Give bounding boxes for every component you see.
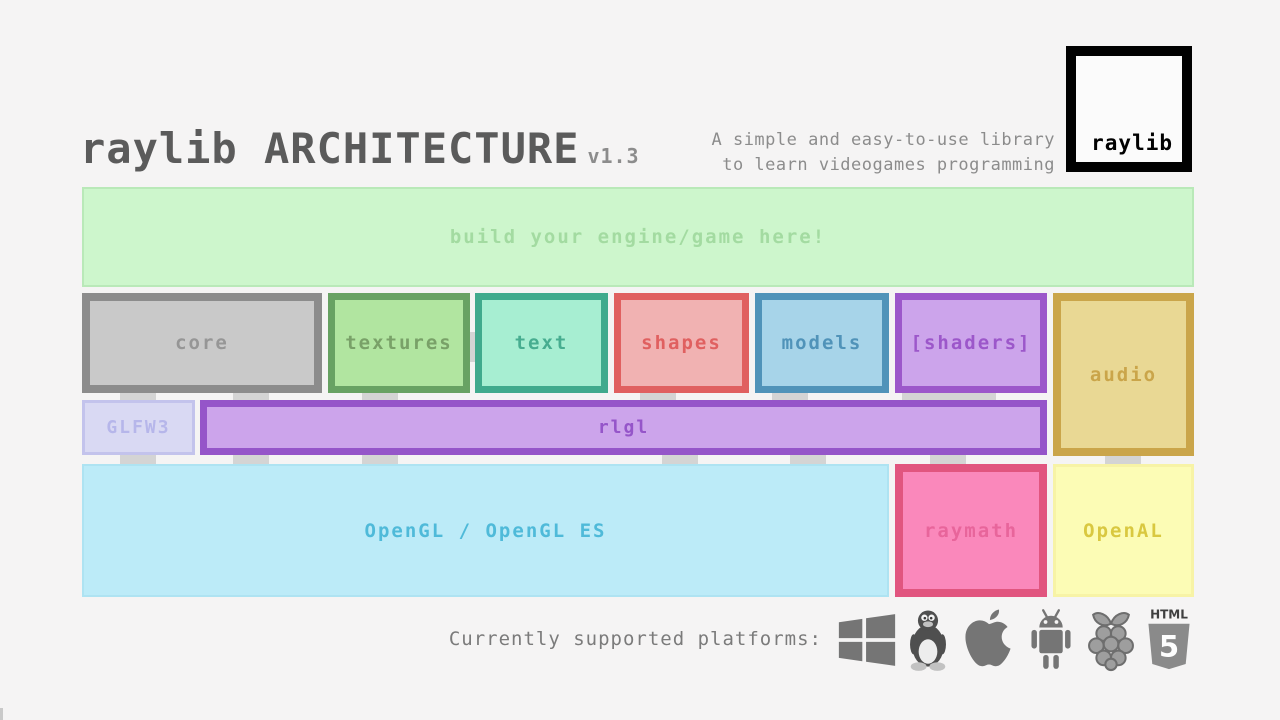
apple-icon [960, 607, 1018, 673]
module-models: models [755, 293, 889, 393]
platform-icons: HTML 5 [837, 606, 1193, 674]
module-core: core [82, 293, 322, 393]
html5-icon-number: 5 [1159, 629, 1179, 663]
layer-openal-label: OpenAL [1083, 519, 1164, 542]
raylib-logo: raylib [1066, 46, 1192, 172]
layer-opengl: OpenGL / OpenGL ES [82, 464, 889, 597]
raylib-logo-text: raylib [1091, 131, 1173, 155]
android-icon [1026, 607, 1076, 673]
module-shaders: [shaders] [895, 293, 1047, 393]
tagline-line-2: to learn videogames programming [722, 155, 1055, 175]
module-shapes-label: shapes [641, 332, 722, 354]
connector [362, 452, 398, 466]
linux-icon [905, 608, 951, 672]
layer-glfw3-label: GLFW3 [106, 417, 171, 438]
tagline: A simple and easy-to-use library to lear… [711, 128, 1055, 178]
layer-raymath: raymath [895, 464, 1047, 597]
layer-glfw3: GLFW3 [82, 400, 195, 455]
layer-rlgl-label: rlgl [597, 417, 650, 438]
html5-icon: HTML 5 [1145, 607, 1193, 673]
windows-icon [837, 609, 897, 671]
layer-raymath-label: raymath [923, 519, 1019, 542]
module-text: text [475, 293, 608, 393]
page-title: raylib ARCHITECTURE v1.3 [80, 124, 640, 173]
layer-opengl-label: OpenGL / OpenGL ES [364, 519, 607, 542]
module-textures-label: textures [345, 332, 453, 354]
connector [930, 452, 966, 466]
layer-user-game: build your engine/game here! [82, 187, 1194, 287]
tagline-line-1: A simple and easy-to-use library [711, 130, 1055, 150]
module-text-label: text [514, 332, 569, 354]
html5-icon-text: HTML [1150, 608, 1188, 622]
module-audio-label: audio [1089, 363, 1158, 386]
layer-user-game-label: build your engine/game here! [449, 226, 827, 248]
screen-edge-artifact [0, 708, 3, 720]
connector [790, 452, 826, 466]
module-models-label: models [781, 332, 863, 354]
connector [120, 452, 156, 466]
layer-openal: OpenAL [1053, 464, 1194, 597]
connector [662, 452, 698, 466]
module-shapes: shapes [614, 293, 749, 393]
raspberry-pi-icon [1085, 607, 1137, 673]
module-shaders-label: [shaders] [910, 332, 1032, 354]
page-title-text: raylib ARCHITECTURE [80, 124, 580, 173]
module-core-label: core [175, 332, 229, 354]
layer-rlgl: rlgl [200, 400, 1047, 455]
platforms-label: Currently supported platforms: [448, 628, 822, 650]
connector [233, 452, 269, 466]
module-textures: textures [328, 293, 470, 393]
module-audio: audio [1053, 293, 1194, 456]
version-label: v1.3 [587, 144, 640, 168]
